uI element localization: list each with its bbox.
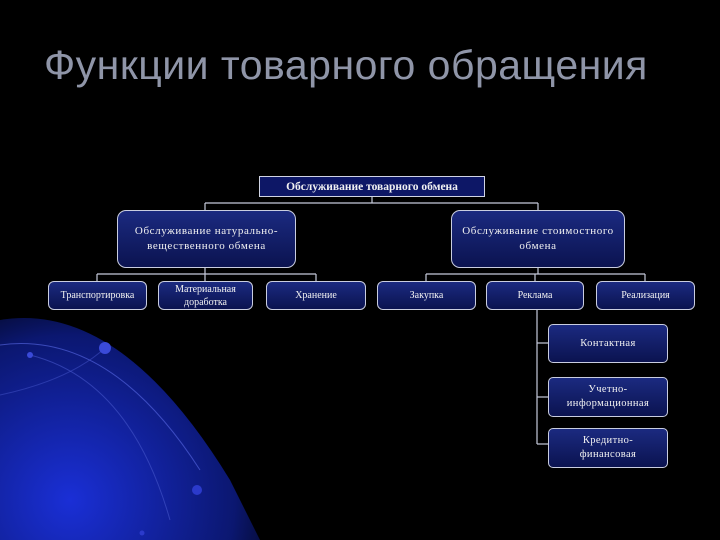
node-purchase: Закупка xyxy=(377,281,476,310)
node-advertising: Реклама xyxy=(486,281,584,310)
node-credit-financial: Кредитно-финансовая xyxy=(548,428,668,468)
node-accounting-information: Учетно-информационная xyxy=(548,377,668,417)
page-title: Функции товарного обращения xyxy=(44,42,648,88)
node-value-exchange: Обслуживание стоимостного обмена xyxy=(451,210,625,268)
node-transportation: Транспортировка xyxy=(48,281,147,310)
node-root: Обслуживание товарного обмена xyxy=(259,176,485,197)
node-material-processing: Материальная доработка xyxy=(158,281,253,310)
node-sales: Реализация xyxy=(596,281,695,310)
node-contact: Контактная xyxy=(548,324,668,363)
node-storage: Хранение xyxy=(266,281,366,310)
node-natural-exchange: Обслуживание натурально-вещественного об… xyxy=(117,210,296,268)
